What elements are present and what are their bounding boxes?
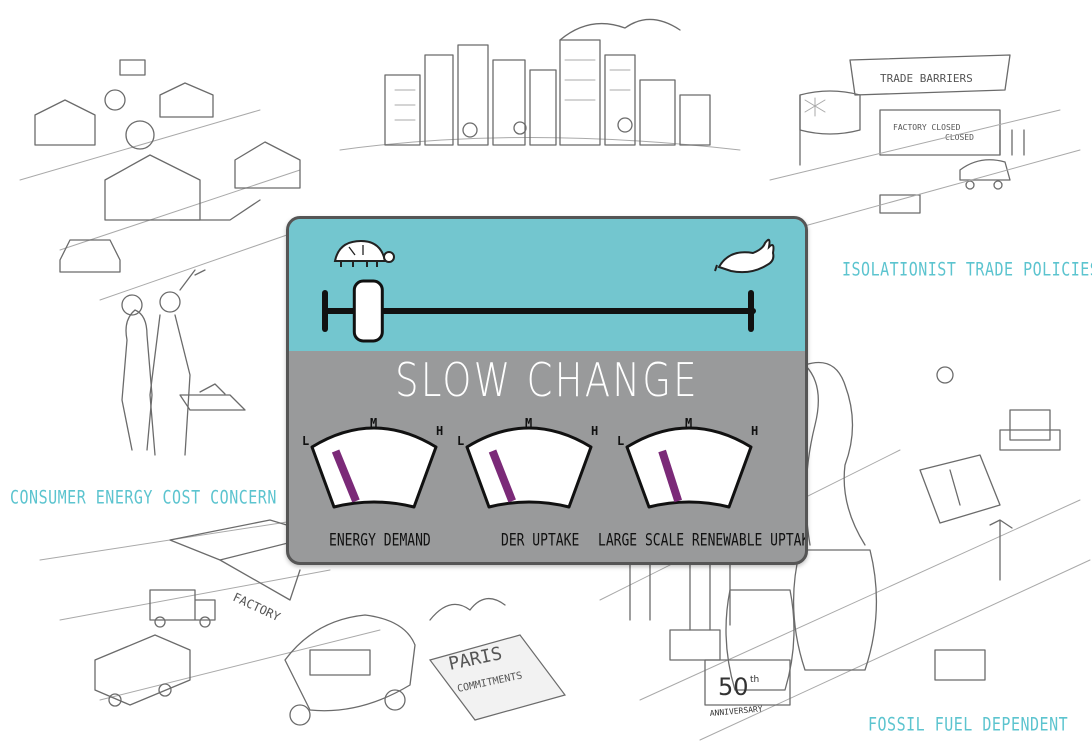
paris-paper-sketch: PARIS COMMITMENTS <box>428 634 567 721</box>
speed-slider <box>322 238 775 343</box>
gauge-label-energy-demand: ENERGY DEMAND <box>329 531 431 551</box>
anniversary-word: ANNIVERSARY <box>709 704 763 718</box>
gauge-high-tick-large-scale-renewable: H <box>751 424 758 438</box>
scenario-title: SLOW CHANGE <box>395 353 699 407</box>
gauge-der-uptake: L M H <box>457 416 598 509</box>
gauge-label-large-scale-renewable: LARGE SCALE RENEWABLE UPTAKE <box>598 531 808 551</box>
tortoise-icon <box>333 239 395 267</box>
gauge-mid-tick-energy-demand: M <box>370 416 377 430</box>
speed-band <box>289 219 805 351</box>
isolationist-trade-label: ISOLATIONIST TRADE POLICIES <box>842 258 1092 281</box>
factory-closed-text: FACTORY CLOSED <box>893 123 961 132</box>
rabbit-icon <box>714 238 775 274</box>
people-bills-sketch <box>121 269 246 456</box>
consumer-cost-label: CONSUMER ENERGY COST CONCERN <box>10 486 277 509</box>
gauge-high-tick-der-uptake: H <box>591 424 598 438</box>
gauge-mid-tick-der-uptake: M <box>525 416 532 430</box>
city-skyline-sketch <box>339 18 741 151</box>
gauge-needle-energy-demand <box>331 449 360 503</box>
gauge-low-tick-der-uptake: L <box>457 434 464 448</box>
fossil-fuel-label: FOSSIL FUEL DEPENDENT <box>868 713 1069 736</box>
gauge-energy-demand: L M H <box>302 416 443 509</box>
gauge-low-tick-large-scale-renewable: L <box>617 434 624 448</box>
gauge-face-large-scale-renewable <box>625 426 753 509</box>
gauge-large-scale-renewable: L M H <box>617 416 758 509</box>
gauge-low-tick-energy-demand: L <box>302 434 309 448</box>
speed-slider-knob <box>352 279 384 343</box>
gauge-mid-tick-large-scale-renewable: M <box>685 416 692 430</box>
trade-banner-text: TRADE BARRIERS <box>880 72 973 85</box>
trade-barriers-sketch: TRADE BARRIERS FACTORY CLOSED CLOSED <box>769 54 1081 231</box>
closed-text: CLOSED <box>945 133 974 142</box>
gauge-face-energy-demand <box>310 426 438 509</box>
anniversary-superscript: th <box>750 675 759 685</box>
suburb-houses-sketch <box>19 59 331 301</box>
gauge-face-der-uptake <box>465 426 593 509</box>
gauge-needle-large-scale-renewable <box>658 449 683 503</box>
gauge-high-tick-energy-demand: H <box>436 424 443 438</box>
gauge-label-der-uptake: DER UPTAKE <box>501 531 580 551</box>
factory-sign-text: FACTORY <box>231 590 283 624</box>
anniversary-number: 50 <box>718 673 749 701</box>
gauge-needle-der-uptake <box>488 449 516 503</box>
